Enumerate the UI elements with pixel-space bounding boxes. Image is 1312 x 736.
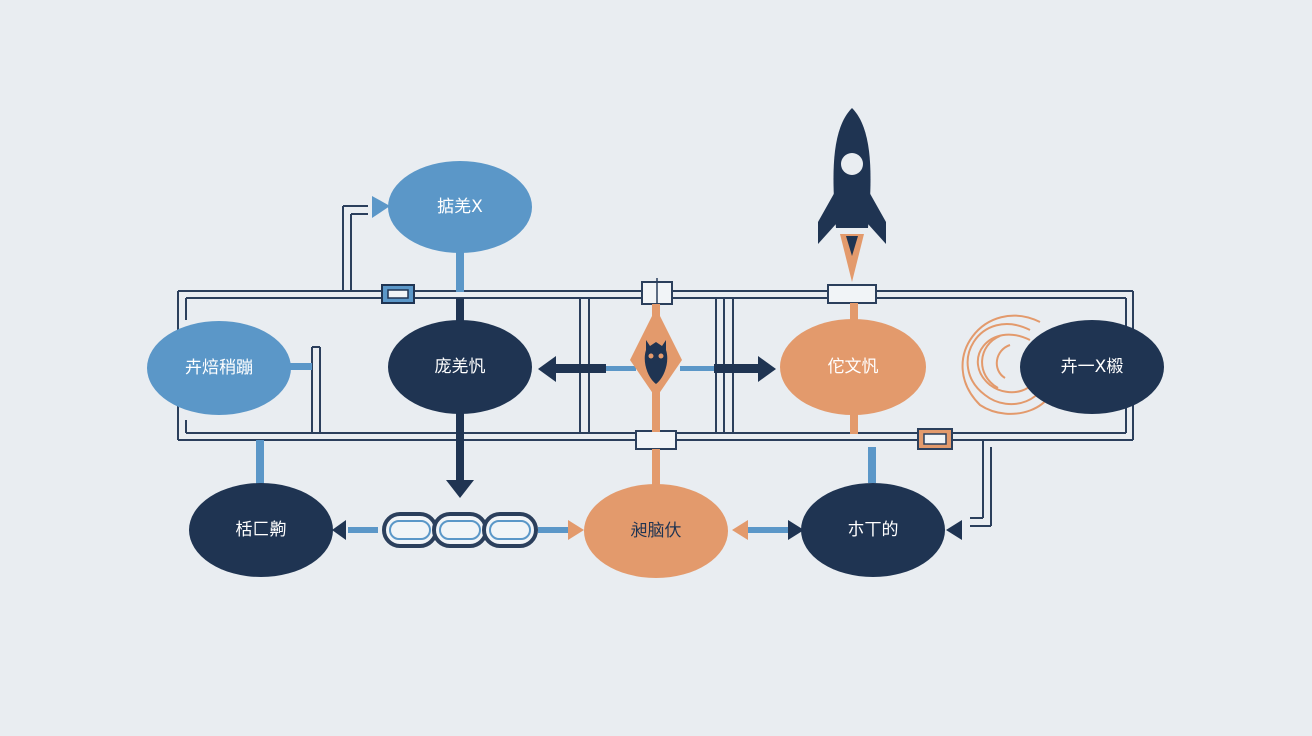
node-bottom-right-label: 朩丅的 [848, 520, 899, 540]
node-center[interactable]: 庞羌忛 [388, 320, 532, 414]
node-top[interactable]: 掂羌X [388, 161, 532, 253]
rail-box-right [827, 284, 877, 304]
node-far-right[interactable]: 卉一X榝 [1020, 320, 1164, 414]
node-far-right-label: 卉一X榝 [1061, 357, 1124, 377]
node-bottom-center-label: 昶脑㐲 [631, 521, 682, 541]
node-bottom-center[interactable]: 昶脑㐲 [584, 484, 728, 578]
robot-head-icon [630, 308, 682, 398]
node-right-orange-label: 佗文忛 [828, 357, 879, 377]
node-right-orange[interactable]: 佗文忛 [780, 319, 926, 415]
rocket-icon [818, 108, 886, 282]
node-top-label: 掂羌X [437, 197, 483, 217]
node-bottom-right[interactable]: 朩丅的 [801, 483, 945, 577]
connectors [256, 196, 962, 540]
rail-box-bottom [635, 430, 677, 450]
node-left-label: 卉焙稍蹦 [185, 358, 253, 378]
node-center-label: 庞羌忛 [435, 357, 486, 377]
node-left[interactable]: 卉焙稍蹦 [147, 321, 291, 415]
node-bottom-left-label: 栝匚齁 [236, 520, 287, 540]
node-bottom-left[interactable]: 栝匚齁 [189, 483, 333, 577]
chain-link-icon [382, 512, 538, 548]
